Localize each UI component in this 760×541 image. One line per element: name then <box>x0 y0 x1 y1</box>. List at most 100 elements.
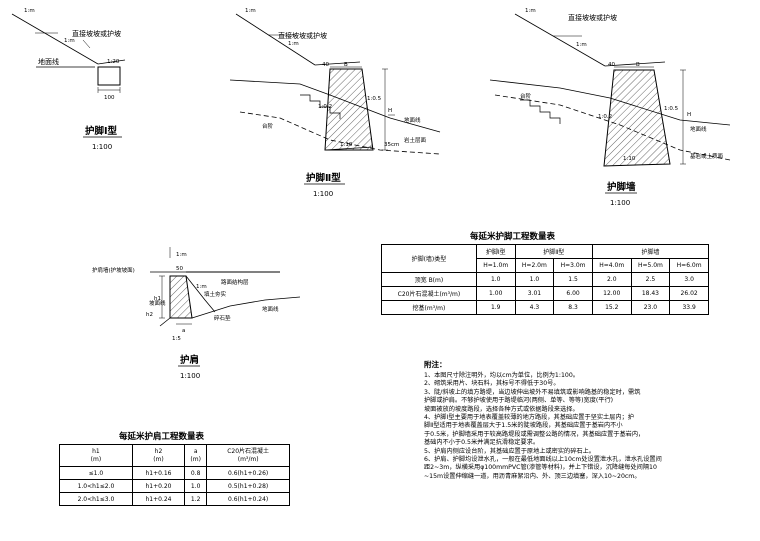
table-cell: 33.9 <box>669 300 709 315</box>
header-unit: (m) <box>190 455 201 463</box>
table-cell: 3.01 <box>514 286 555 301</box>
foot3-dim-top: 40 <box>608 62 615 68</box>
table-row: 1.0<h1≤2.0 h1+0.20 1.0 0.5(h1+0.28) <box>59 479 290 493</box>
header-name: h1 <box>92 447 100 455</box>
foot2-ratio-left: 1:0.2 <box>318 104 332 110</box>
foot3-title: 护脚墙 <box>607 181 636 193</box>
guard-a: a <box>182 328 185 334</box>
foot1-ratio: 1:20 <box>107 59 120 65</box>
header-foot2: 护脚Ⅱ型 <box>514 244 593 259</box>
foot2-step: 台阶 <box>262 122 274 130</box>
foot2-dim-b: B <box>344 62 348 68</box>
note-line: 6、护肩、护脚均设泄水孔，一般在最低地面线以上10cm处设置泄水孔，泄水孔设置间 <box>424 456 662 464</box>
main-table-caption: 每延米护脚工程数量表 <box>470 232 556 242</box>
row-label: 挖基(m³/m) <box>381 300 477 315</box>
guard-r15: 1:5 <box>172 336 181 342</box>
foot1-ground-label: 地面线 <box>38 57 59 66</box>
note-line: 2、砌筑采用片、块石料，其标号不得低于30号。 <box>424 380 560 388</box>
table-cell: ≤1.0 <box>59 466 133 480</box>
foot2-ground: 地面线 <box>404 116 421 124</box>
table-cell: h1+0.16 <box>131 466 186 480</box>
note-line: 5、护肩内侧应设台阶，其基础应置于原地上或密实的碎石上。 <box>424 447 595 455</box>
foot2-dim-h: H <box>388 108 392 114</box>
table-cell: 0.6(h1+0.24) <box>206 492 290 506</box>
table-cell: 6.00 <box>553 286 593 301</box>
foot3-ratio-bottom: 1:10 <box>623 156 636 162</box>
table-cell: 26.02 <box>669 286 709 301</box>
table-header-row: h1(m) h2(m) a(m) C20片石混凝土(m³/m) <box>59 444 290 467</box>
guard-slope-face: 坡面线 <box>149 299 166 307</box>
table-row: 2.0<h1≤3.0 h1+0.24 1.2 0.6(h1+0.24) <box>59 492 290 506</box>
foot2-wall-label: 直接坡坡或护坡 <box>278 31 327 40</box>
table-cell: 1.0 <box>514 272 555 287</box>
header-name: C20片石混凝土 <box>227 447 270 455</box>
table-cell: 1.2 <box>184 492 208 506</box>
guard-scale: 1:100 <box>180 372 200 380</box>
foot2-wall-body <box>324 68 374 151</box>
note-line: 4、护脚Ⅰ型主要用于地表覆盖较薄的地方路段，其基础应置于坚实土层内；护 <box>424 414 634 422</box>
header-h: H=3.0m <box>553 258 593 273</box>
note-line: 护脚或护肩。不够护坡使用于路堤临河(两侧、单等、等等)宽度(平行) <box>424 397 614 405</box>
foot3-slope-lower: 1:m <box>576 42 587 48</box>
header-h: H=1.0m <box>475 258 516 273</box>
note-line: 于0.5米，护脚墙采用于较高路堤段或需调整公路的情况，其基础应置于基岩内， <box>424 430 645 438</box>
foot1-block <box>97 66 121 86</box>
header-h: H=2.0m <box>514 258 555 273</box>
foot2-ratio-bottom: 1:10 <box>340 142 353 148</box>
table-cell: 1.5 <box>553 272 593 287</box>
table-cell: 1.0 <box>475 272 516 287</box>
table-cell: 1.0<h1≤2.0 <box>59 479 133 493</box>
table-row: 顶宽 B(m) 1.0 1.0 1.5 2.0 2.5 3.0 <box>381 272 709 287</box>
table-cell: 12.00 <box>591 286 632 301</box>
foot2-dim-right: 35cm <box>384 142 399 148</box>
row-label: C20片石混凝土(m³/m) <box>381 286 477 301</box>
guard-quantity-table: h1(m) h2(m) a(m) C20片石混凝土(m³/m) ≤1.0 h1+… <box>59 444 290 506</box>
guard-left-ratio: 1:m <box>196 284 207 290</box>
table-cell: 0.8 <box>184 466 208 480</box>
foot3-dim-b: B <box>636 62 640 68</box>
guard-h2: h2 <box>146 312 153 318</box>
foot3-wall-label: 直接坡坡或护坡 <box>568 13 617 22</box>
note-line: 1、本图尺寸除注明外，均以cm为单位，比例为1:100。 <box>424 372 579 379</box>
table-cell: 3.0 <box>669 272 709 287</box>
header-foot1: 护脚Ⅰ型 <box>475 244 516 259</box>
header-concrete: C20片石混凝土(m³/m) <box>206 444 290 467</box>
note-line: ~15m设置伸缩缝一道，用沥青麻絮沿内、外、顶三边填塞，深入10~20cm。 <box>424 472 641 480</box>
drawing-foot-type1 <box>11 13 126 93</box>
table-header-row: H=1.0m H=2.0m H=3.0m H=4.0m H=5.0m H=6.0… <box>382 258 709 273</box>
foot3-rock: 基岩或土质面 <box>690 152 724 160</box>
foot3-wall-body <box>603 69 671 167</box>
foot3-ratio-right: 1:0.5 <box>664 106 679 112</box>
foot2-slope-lower: 1:m <box>288 41 299 47</box>
table-cell: h1+0.20 <box>131 479 186 493</box>
foot3-step: 台阶 <box>520 92 532 100</box>
notes-title: 附注： <box>424 360 447 369</box>
header-h: H=5.0m <box>630 258 671 273</box>
table-cell: 2.0<h1≤3.0 <box>59 492 133 506</box>
guard-ground: 地面线 <box>262 305 279 313</box>
table-row: 挖基(m³/m) 1.9 4.3 8.3 15.2 23.0 33.9 <box>381 300 709 315</box>
table-cell: 2.0 <box>591 272 632 287</box>
guard-fill: 填土夯实 <box>204 290 227 298</box>
header-unit: (m³/m) <box>237 455 259 463</box>
table-cell: 4.3 <box>514 300 555 315</box>
foot3-ratio-left: 1:0.2 <box>598 114 612 120</box>
foot1-dim-bottom: 100 <box>104 95 115 101</box>
note-line: 3、陡/斜坡上的填方路堤，当边坡伸出坡外不易填筑或影响路基的稳定时，需筑 <box>424 388 641 396</box>
notes-block: 附注： 1、本图尺寸除注明外，均以cm为单位，比例为1:100。 2、砌筑采用片… <box>424 359 754 481</box>
header-foot-wall: 护脚墙 <box>591 244 710 259</box>
foot2-ratio-right: 1:0.5 <box>367 96 382 102</box>
table-cell: 8.3 <box>553 300 593 315</box>
foot2-scale: 1:100 <box>313 190 333 198</box>
guard-ratio-top: 1:m <box>176 252 187 258</box>
table-header-row: 护脚(墙)类型 护脚Ⅰ型 护脚Ⅱ型 护脚墙 <box>381 244 710 273</box>
foot2-dim-top: 40 <box>322 62 329 68</box>
guard-h1: h1 <box>154 296 161 302</box>
header-type: 护脚(墙)类型 <box>381 244 477 273</box>
table-cell: 2.5 <box>630 272 671 287</box>
header-h1: h1(m) <box>59 444 133 467</box>
table-cell: 1.0 <box>184 479 208 493</box>
table-cell: 1.00 <box>475 286 516 301</box>
guard-wall-label: 护肩墙(护坡坡面) <box>92 266 135 274</box>
table-cell: 0.6(h1+0.26) <box>206 466 290 480</box>
